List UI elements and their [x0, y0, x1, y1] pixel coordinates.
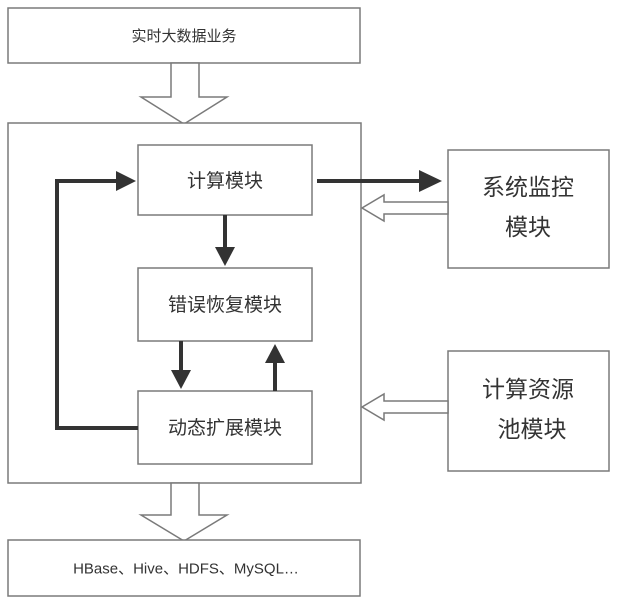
system-monitor-label-line1: 系统监控 — [482, 175, 574, 201]
resource-pool-label-line2: 池模块 — [498, 417, 567, 443]
hollow-arrow-resource-to-container — [362, 394, 448, 420]
error-recovery-module-label: 错误恢复模块 — [168, 294, 282, 316]
realtime-bigdata-box: 实时大数据业务 — [8, 8, 360, 63]
system-monitor-label-line2: 模块 — [505, 215, 551, 241]
compute-resource-pool-module-box: 计算资源 池模块 — [448, 351, 609, 471]
hollow-arrow-monitor-to-container — [362, 195, 448, 221]
dynamic-scaling-module-label: 动态扩展模块 — [168, 417, 282, 439]
hollow-arrow-down-top — [141, 63, 227, 124]
realtime-bigdata-label: 实时大数据业务 — [131, 27, 236, 45]
storage-systems-box: HBase、Hive、HDFS、MySQL… — [8, 540, 360, 596]
compute-module-label: 计算模块 — [187, 170, 263, 192]
hollow-arrow-down-bottom — [141, 483, 227, 541]
error-recovery-module-box: 错误恢复模块 — [138, 268, 312, 341]
compute-module-box: 计算模块 — [138, 145, 312, 215]
dynamic-scaling-module-box: 动态扩展模块 — [138, 391, 312, 464]
resource-pool-label-line1: 计算资源 — [482, 377, 574, 403]
system-monitor-module-box: 系统监控 模块 — [448, 150, 609, 268]
storage-systems-label: HBase、Hive、HDFS、MySQL… — [73, 561, 299, 578]
